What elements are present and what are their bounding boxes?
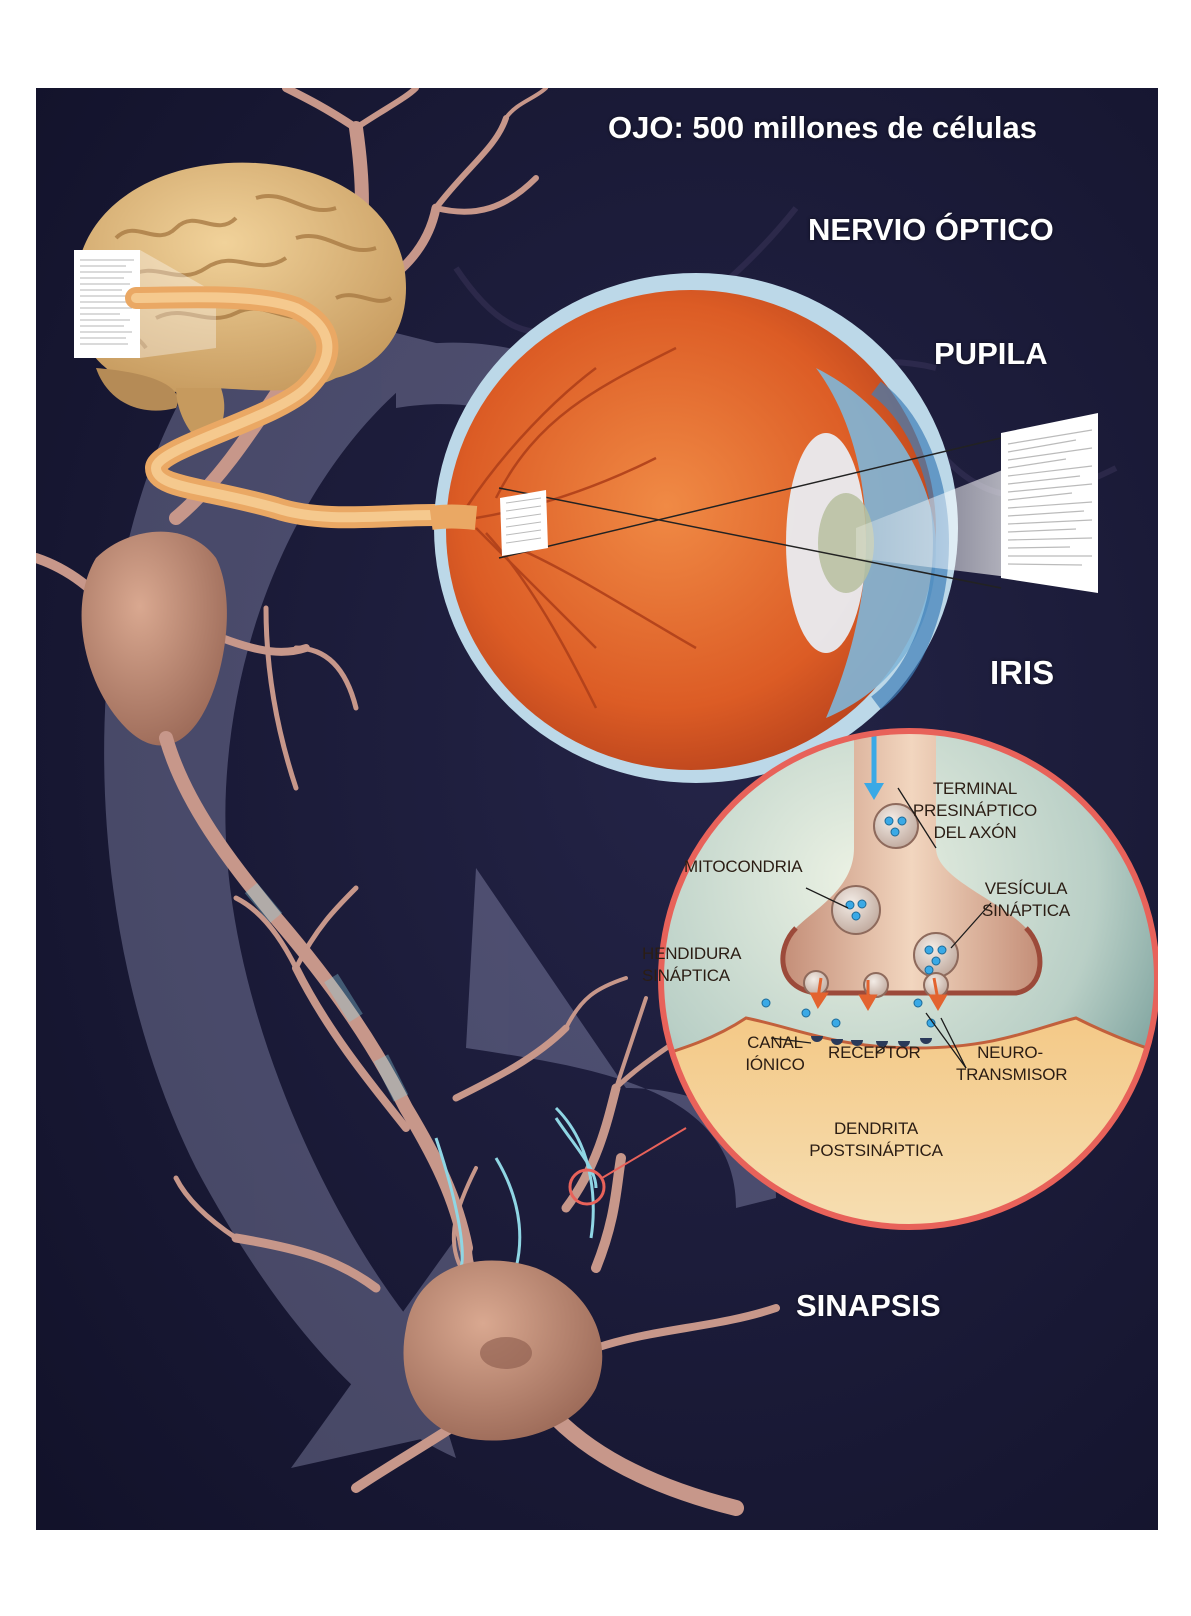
- lower-neuron-nucleus: [480, 1337, 532, 1369]
- vesicle-label: VESÍCULA SINÁPTICA: [966, 878, 1086, 922]
- terminal-label-line-1: TERMINAL: [932, 779, 1018, 798]
- eye-title: OJO: 500 millones de células: [608, 110, 1038, 145]
- diagram-panel: OJO: 500 millones de células NERVIO ÓPTI…: [36, 88, 1158, 1530]
- cleft-label-line-1: HENDIDURA: [642, 944, 742, 963]
- terminal-label: TERMINAL PRESINÁPTICO DEL AXÓN: [900, 778, 1050, 844]
- terminal-label-line-3: DEL AXÓN: [933, 823, 1017, 842]
- vesicle-label-line-2: SINÁPTICA: [982, 901, 1070, 920]
- cleft-label-line-2: SINÁPTICA: [642, 966, 730, 985]
- cleft-label: HENDIDURA SINÁPTICA: [642, 943, 758, 987]
- observed-document: [1001, 413, 1098, 593]
- synapse-closeup: [658, 728, 1158, 1230]
- terminal-label-line-2: PRESINÁPTICO: [912, 801, 1038, 820]
- iris-label: IRIS: [990, 654, 1055, 691]
- upper-neuron-soma: [81, 531, 227, 746]
- receptor-label: RECEPTOR: [828, 1043, 921, 1062]
- synapse-marker-line: [601, 1127, 687, 1179]
- mitochondria-label: MITOCONDRIA: [684, 857, 803, 876]
- myelin-sheath: [244, 882, 409, 1102]
- retina-image: [500, 490, 548, 556]
- dendrite-label: DENDRITA POSTSINÁPTICA: [806, 1118, 946, 1162]
- synaptic-connections: [434, 1106, 598, 1269]
- ion-channel-label-line-2: IÓNICO: [745, 1055, 805, 1074]
- axon: [159, 731, 473, 1255]
- optic-nerve-stub: [429, 504, 478, 530]
- neurotransmitter-label-line-1: NEURO-: [977, 1043, 1043, 1062]
- ion-channel-label: CANAL IÓNICO: [738, 1032, 812, 1076]
- synapse-title: SINAPSIS: [796, 1288, 941, 1323]
- dendrite-label-line-1: DENDRITA: [833, 1119, 919, 1138]
- synapse-marker: [568, 1168, 606, 1206]
- neurotransmitter-label-line-2: TRANSMISOR: [956, 1065, 1068, 1084]
- optic-nerve-label: NERVIO ÓPTICO: [808, 212, 1054, 247]
- ion-channel-label-line-1: CANAL: [747, 1033, 803, 1052]
- vesicle-label-line-1: VESÍCULA: [984, 879, 1068, 898]
- optic-nerve-core: [131, 292, 481, 523]
- neurotransmitter-label: NEURO- TRANSMISOR: [956, 1042, 1068, 1086]
- illustration: [36, 88, 1158, 1530]
- dendrite-label-line-2: POSTSINÁPTICA: [809, 1141, 943, 1160]
- pupil-label: PUPILA: [934, 336, 1048, 371]
